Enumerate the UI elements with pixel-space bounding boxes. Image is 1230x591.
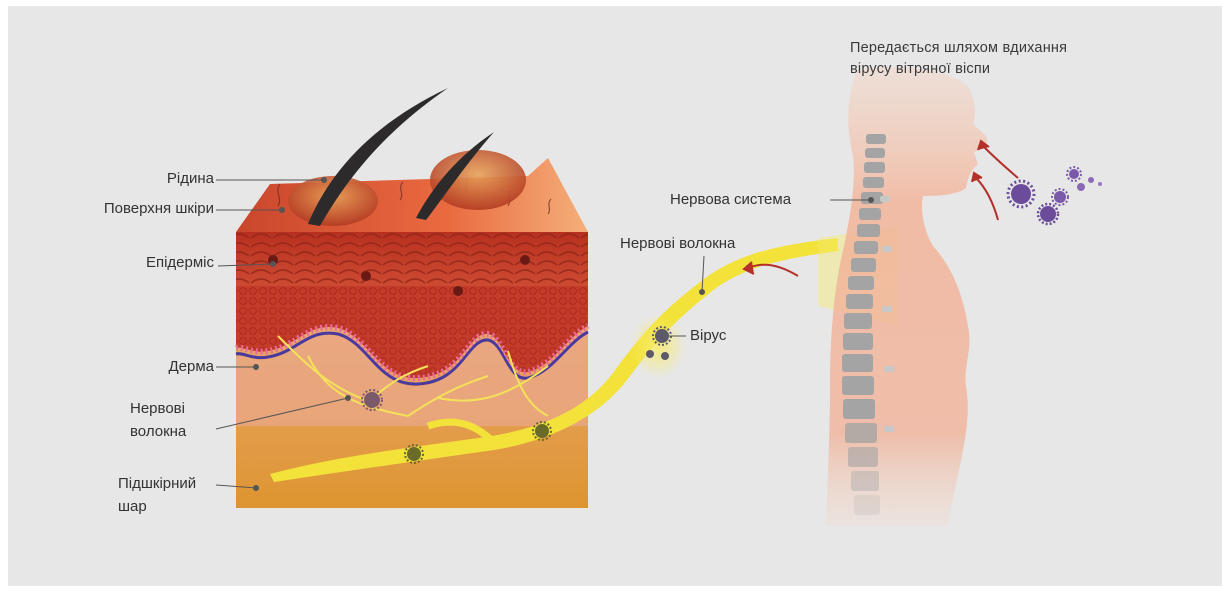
label-nervous-system: Нервова система	[670, 190, 791, 210]
label-virus: Вірус	[690, 326, 726, 346]
header-title-line1: Передається шляхом вдихання	[850, 38, 1067, 58]
virus-air-4	[1067, 167, 1081, 181]
virus-air-1	[1008, 181, 1034, 207]
skin-nerve-diagram	[8, 6, 1222, 586]
label-skin-surface: Поверхня шкіри	[104, 199, 214, 219]
label-dermis: Дерма	[169, 357, 215, 377]
label-subcutaneous-1: Підшкірний	[118, 474, 196, 494]
virus-air-2	[1052, 189, 1068, 205]
label-fluid: Рідина	[167, 169, 214, 189]
arrow-nerve	[748, 265, 798, 276]
arrow-inhale-1	[983, 146, 1018, 178]
label-epidermis: Епідерміс	[146, 253, 214, 273]
human-silhouette	[826, 67, 987, 526]
label-nerve-fibers-skin-1: Нервові	[130, 399, 185, 419]
virus-air-3	[1038, 204, 1058, 224]
arrow-inhale-2	[976, 178, 998, 220]
label-nerve-fibers-skin-2: волокна	[130, 422, 186, 442]
label-subcutaneous-2: шар	[118, 497, 147, 517]
skin-surface	[236, 158, 588, 232]
diagram-canvas: Передається шляхом вдихання вірусу вітря…	[8, 6, 1222, 586]
label-nerve-fibers: Нервові волокна	[620, 234, 735, 254]
header-title-line2: вірусу вітряної віспи	[850, 59, 990, 79]
